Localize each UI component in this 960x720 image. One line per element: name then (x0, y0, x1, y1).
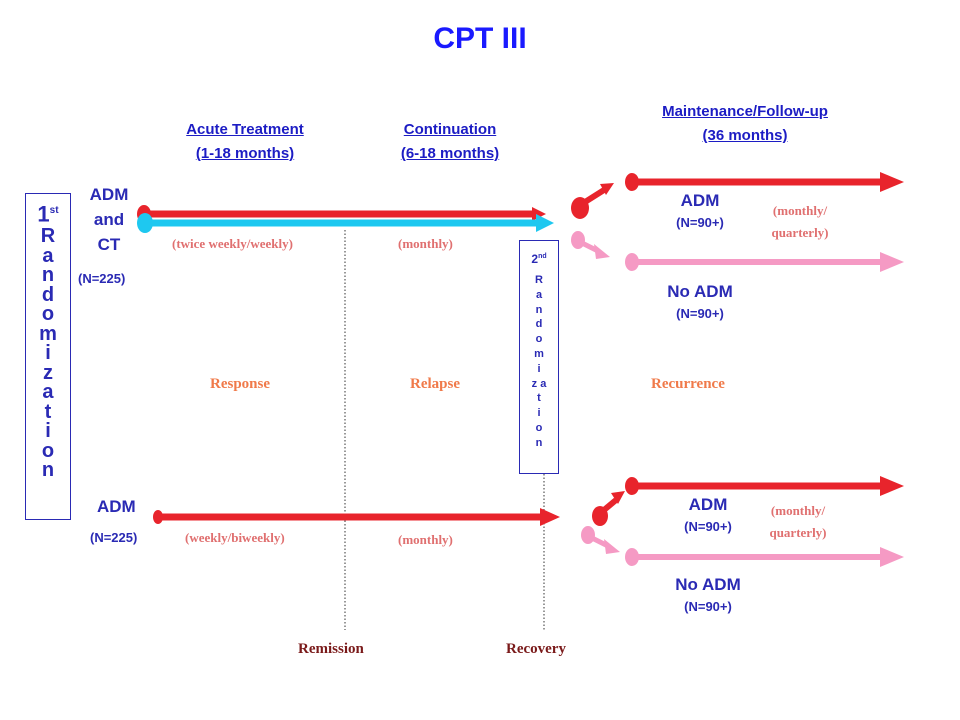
phase-maintenance-duration: (36 months) (702, 127, 788, 144)
page-title: CPT III (433, 22, 527, 55)
first-randomization-letter: m (39, 322, 57, 345)
top-arm-label-line3: CT (97, 235, 121, 254)
phase-acute: Acute Treatment (1-18 months) (150, 118, 340, 166)
split-arrow-bottom-pink (581, 526, 620, 554)
second-randomization-letter: d (535, 318, 543, 331)
phase-maintenance: Maintenance/Follow-up (36 months) (625, 100, 865, 148)
first-randomization-letter: i (45, 420, 51, 443)
second-randomization-letter: n (535, 303, 543, 316)
maint-arm-1: ADM (N=90+) (660, 191, 740, 230)
top-arm-bar (137, 205, 554, 233)
maint-arm-3-n: (N=90+) (684, 519, 732, 534)
bottom-arm-bar (153, 508, 560, 526)
second-randomization-letter: n (535, 436, 543, 449)
outcome-recurrence: Recurrence (651, 376, 725, 392)
top-arm-n: (N=225) (78, 271, 126, 286)
top-arm-acute-frequency: (twice weekly/weekly) (172, 236, 293, 251)
maint-arm-1-frequency: (monthly/ quarterly) (762, 200, 838, 244)
milestone-recovery: Recovery (506, 641, 566, 657)
maint-arm-3-label: ADM (688, 495, 728, 514)
first-randomization-letter: z (42, 361, 53, 384)
top-arm-continuation-frequency: (monthly) (398, 236, 453, 251)
maint-arm-3: ADM (N=90+) (668, 495, 748, 534)
maint-arm-2-label: No ADM (667, 282, 733, 301)
milestone-remission: Remission (298, 641, 364, 657)
maint-arm-3-frequency: (monthly/ quarterly) (760, 500, 836, 544)
second-randomization-letter: i (537, 407, 541, 420)
second-randomization-letter: o (535, 333, 543, 346)
outcome-response: Response (210, 376, 271, 392)
top-arm-label-line1: ADM (89, 185, 129, 204)
second-randomization-letter: z a (531, 377, 547, 390)
bottom-arm-label: ADM (97, 497, 136, 516)
first-randomization-letter: a (42, 381, 54, 404)
phase-acute-duration: (1-18 months) (195, 145, 295, 162)
maint-arm-4-label: No ADM (675, 575, 741, 594)
first-randomization-letter: R (40, 225, 56, 248)
maint-arm-3-frequency-line2: quarterly) (769, 525, 827, 540)
first-randomization-ordinal: 1st (37, 201, 59, 227)
phase-acute-label: Acute Treatment (186, 121, 304, 138)
maint-arm-1-label: ADM (680, 191, 720, 210)
second-randomization-letter: a (535, 288, 543, 301)
maint-arm-4: No ADM (N=90+) (648, 575, 768, 614)
maint-arm-1-frequency-line1: (monthly/ (772, 203, 828, 218)
phase-maintenance-label: Maintenance/Follow-up (662, 103, 828, 120)
split-arrow-top-pink (571, 231, 610, 259)
second-randomization-letter: R (535, 274, 543, 286)
top-arm-label-line2: and (93, 210, 125, 229)
second-randomization-ordinal: 2nd (531, 252, 547, 266)
outcome-relapse: Relapse (410, 376, 460, 392)
maint-arrow-2 (625, 252, 904, 272)
bottom-arm-n: (N=225) (90, 530, 138, 545)
second-randomization-letter: o (535, 421, 543, 434)
maint-arm-3-frequency-line1: (monthly/ (770, 503, 826, 518)
split-arrow-bottom-red (592, 491, 625, 526)
first-randomization-letter: d (41, 283, 55, 306)
maint-arrow-1 (625, 172, 904, 192)
split-arrow-top-red (571, 183, 614, 219)
first-randomization-letter: t (44, 400, 52, 423)
first-randomization-letter: o (41, 303, 55, 326)
phase-continuation-label: Continuation (403, 121, 497, 138)
top-arm-label: ADM and CT (78, 182, 140, 257)
maint-arm-1-n: (N=90+) (676, 215, 724, 230)
maint-arm-2: No ADM (N=90+) (640, 282, 760, 321)
phase-continuation: Continuation (6-18 months) (365, 118, 535, 166)
maint-arm-2-n: (N=90+) (676, 306, 724, 321)
maint-arm-4-n: (N=90+) (684, 599, 732, 614)
maint-arm-1-frequency-line2: quarterly) (771, 225, 829, 240)
first-randomization-letter: o (41, 439, 55, 462)
maint-arrow-4 (625, 547, 904, 567)
bottom-arm-acute-frequency: (weekly/biweekly) (185, 530, 285, 545)
first-randomization-letter: a (42, 244, 54, 267)
phase-continuation-duration: (6-18 months) (400, 145, 500, 162)
first-randomization-letter: i (45, 342, 51, 365)
first-randomization-letter: n (41, 264, 55, 287)
second-randomization-letter: m (534, 347, 544, 360)
bottom-arm-continuation-frequency: (monthly) (398, 532, 453, 547)
first-randomization-letter: n (41, 459, 55, 482)
second-randomization-letter: t (537, 392, 541, 405)
second-randomization-letter: i (537, 362, 541, 375)
maint-arrow-3 (625, 476, 904, 496)
